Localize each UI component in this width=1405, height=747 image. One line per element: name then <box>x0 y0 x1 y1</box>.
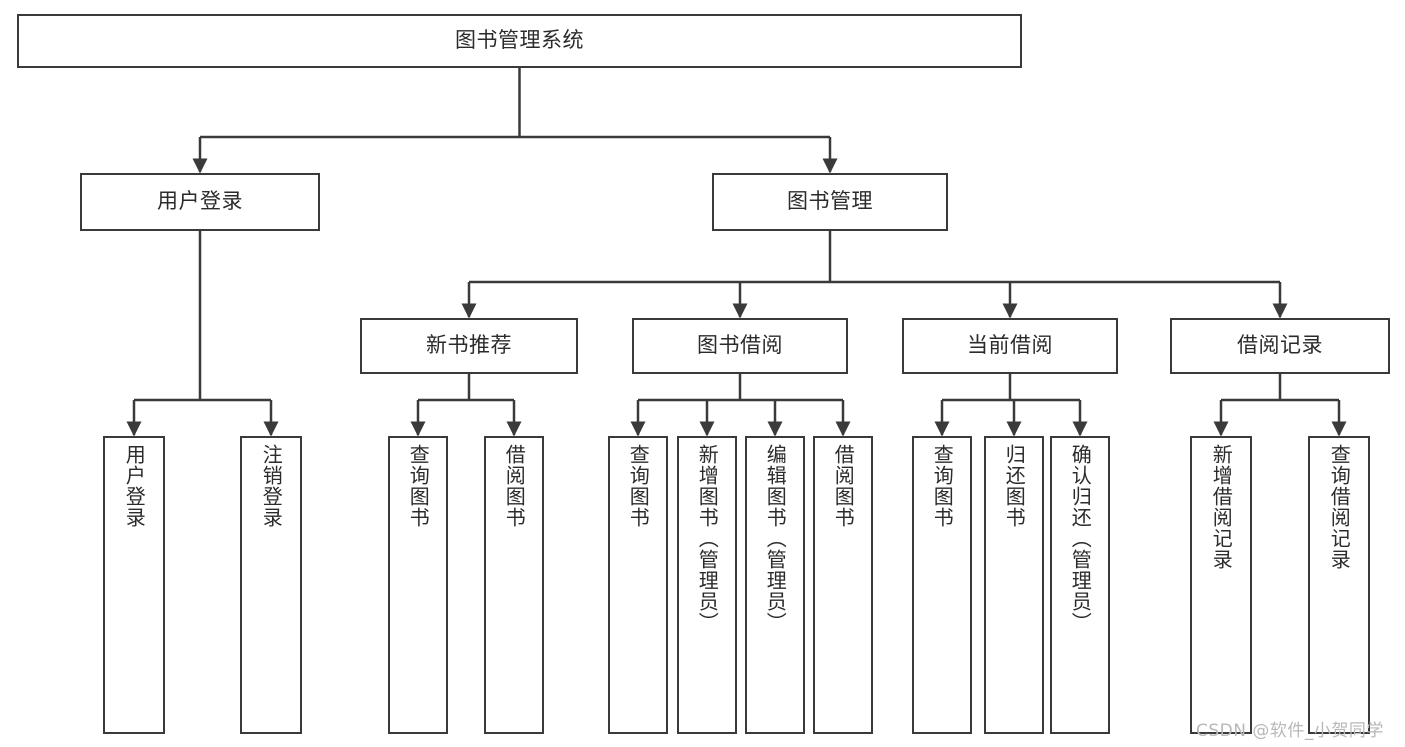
node-label: 归还图书 <box>1002 444 1027 528</box>
node-l3-e1[interactable]: 新增借阅记录 <box>1190 436 1252 734</box>
node-l3-c1[interactable]: 查询图书 <box>608 436 668 734</box>
node-l2-newbook[interactable]: 新书推荐 <box>360 318 578 374</box>
node-label: 图书借阅 <box>697 333 783 358</box>
node-l3-d3[interactable]: 确认归还（管理员） <box>1050 436 1110 734</box>
node-l3-b2[interactable]: 借阅图书 <box>484 436 544 734</box>
node-label: 用户登录 <box>122 444 147 528</box>
node-label: 新增图书（管理员） <box>695 444 720 633</box>
node-l3-e2[interactable]: 查询借阅记录 <box>1308 436 1370 734</box>
node-label: 新书推荐 <box>426 333 512 358</box>
node-label: 查询图书 <box>930 444 955 528</box>
node-l2-current[interactable]: 当前借阅 <box>902 318 1118 374</box>
watermark-label: CSDN @软件_小贺同学 <box>1196 721 1384 741</box>
node-l2-record[interactable]: 借阅记录 <box>1170 318 1390 374</box>
node-l1-login[interactable]: 用户登录 <box>80 173 320 231</box>
node-label: 当前借阅 <box>967 333 1053 358</box>
node-label: 图书管理 <box>787 189 873 214</box>
node-label: 注销登录 <box>259 444 284 528</box>
node-label: 编辑图书（管理员） <box>763 444 788 633</box>
node-label: 借阅记录 <box>1237 333 1323 358</box>
node-l3-d1[interactable]: 查询图书 <box>912 436 972 734</box>
node-label: 图书管理系统 <box>455 28 584 53</box>
node-label: 查询图书 <box>406 444 431 528</box>
node-label: 确认归还（管理员） <box>1068 444 1093 633</box>
node-l3-b1[interactable]: 查询图书 <box>388 436 448 734</box>
node-l2-borrow[interactable]: 图书借阅 <box>632 318 848 374</box>
node-l3-c4[interactable]: 借阅图书 <box>813 436 873 734</box>
node-label: 借阅图书 <box>502 444 527 528</box>
node-l3-a2[interactable]: 注销登录 <box>240 436 302 734</box>
node-label: 用户登录 <box>157 189 243 214</box>
node-label: 新增借阅记录 <box>1209 444 1234 570</box>
node-l3-c3[interactable]: 编辑图书（管理员） <box>745 436 805 734</box>
node-l3-c2[interactable]: 新增图书（管理员） <box>677 436 737 734</box>
node-label: 查询借阅记录 <box>1327 444 1352 570</box>
node-l3-d2[interactable]: 归还图书 <box>984 436 1044 734</box>
node-label: 查询图书 <box>626 444 651 528</box>
node-l3-a1[interactable]: 用户登录 <box>103 436 165 734</box>
node-l1-book[interactable]: 图书管理 <box>712 173 948 231</box>
node-root[interactable]: 图书管理系统 <box>17 14 1022 68</box>
node-label: 借阅图书 <box>831 444 856 528</box>
